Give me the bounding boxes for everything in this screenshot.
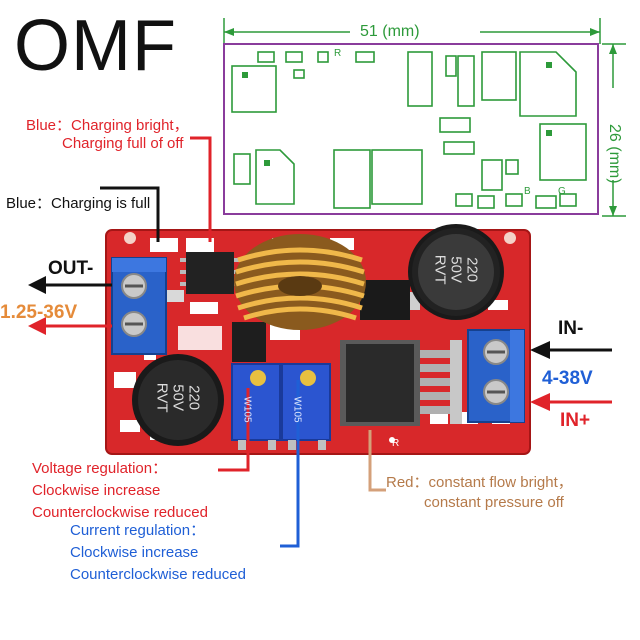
pot2-marking: W105 <box>291 396 303 423</box>
capacitor-bottom <box>132 354 224 446</box>
in-plus-arrow <box>530 393 612 411</box>
out-range-label: 1.25-36V <box>0 302 78 323</box>
cap-top-voltage: 50V <box>447 256 465 283</box>
out-minus-label: OUT- <box>48 258 94 279</box>
cap-top-marking: 220 50V RVT <box>432 246 481 294</box>
blue-charging-label-line1: Blue：Charging bright， <box>26 117 189 134</box>
silk-b-label: B <box>524 186 531 197</box>
cap-bottom-value: 220 <box>185 385 203 411</box>
in-plus-label: IN+ <box>560 410 591 431</box>
current-clockwise: Clockwise increase <box>70 544 199 561</box>
silk-r-label: R <box>334 48 342 59</box>
in-minus-arrow <box>530 341 612 359</box>
voltage-regulation-title: Voltage regulation： <box>32 460 168 477</box>
cap-bottom-voltage: 50V <box>169 384 187 411</box>
inductor-coil <box>234 234 366 330</box>
voltage-clockwise: Clockwise increase <box>32 482 161 499</box>
leader-lines <box>100 136 386 548</box>
cap-bottom-series: RVT <box>154 382 172 413</box>
in-range-label: 4-38V <box>542 368 593 389</box>
regulator-ic <box>340 340 462 426</box>
cap-bottom-marking: 220 50V RVT <box>154 374 203 422</box>
output-terminal <box>111 257 167 355</box>
out-arrow-black <box>28 276 112 294</box>
red-led-label-line1: Red：constant flow bright， <box>386 474 573 491</box>
svg-text:R: R <box>392 438 399 449</box>
cap-top-series: RVT <box>432 254 450 285</box>
red-led-label-line2: constant pressure off <box>424 494 564 511</box>
input-terminal <box>467 329 525 423</box>
voltage-counterclockwise: Counterclockwise reduced <box>32 504 208 521</box>
blue-full-label: Blue：Charging is full <box>6 195 151 212</box>
out-arrow-red <box>28 317 112 335</box>
pcb-footprint-drawing <box>223 18 626 217</box>
current-counterclockwise: Counterclockwise reduced <box>70 566 246 583</box>
silk-g-label: G <box>558 186 566 197</box>
potentiometer-voltage <box>231 363 281 450</box>
width-dimension-label: 51 (mm) <box>360 23 420 40</box>
capacitor-top <box>408 224 504 320</box>
current-regulation-title: Current regulation： <box>70 522 206 539</box>
height-dimension-label: 26 (mm) <box>606 124 623 184</box>
cap-top-value: 220 <box>463 257 481 283</box>
pot1-marking: W105 <box>241 396 253 423</box>
brand-logo: OMF <box>14 6 177 86</box>
potentiometer-current <box>281 363 331 450</box>
blue-charging-label-line2: Charging full of off <box>62 135 184 152</box>
in-minus-label: IN- <box>558 318 584 339</box>
